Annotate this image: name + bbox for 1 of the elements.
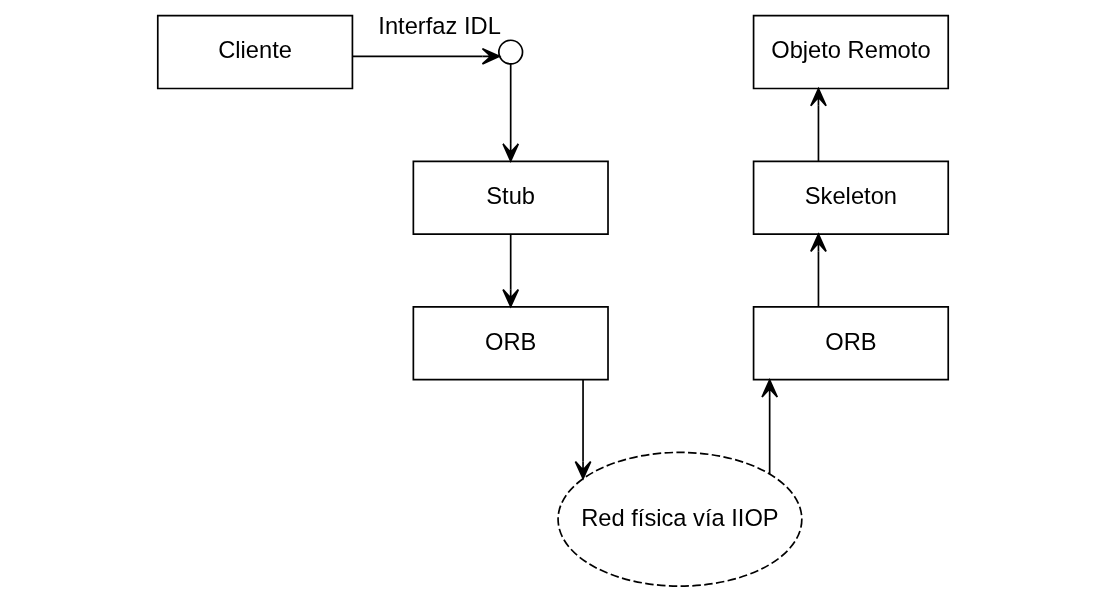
node-label: Interfaz IDL [378, 12, 501, 39]
